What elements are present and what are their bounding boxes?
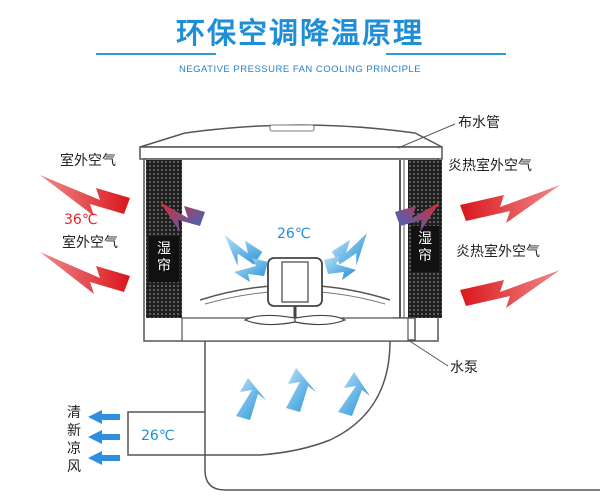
label-outdoor-air-left-bottom: 室外空气 — [62, 235, 118, 251]
fan-motor-core — [281, 261, 309, 303]
air-duct-curve — [127, 340, 391, 456]
cool-arrow-inner-right-2 — [324, 256, 356, 280]
water-pump-leader — [407, 339, 449, 367]
unit-top-bar — [139, 146, 443, 160]
wet-curtain-right-label-bg — [411, 226, 439, 272]
hot-air-arrow-right-top — [460, 185, 560, 223]
label-water-pipe: 布水管 — [458, 115, 500, 131]
page-subtitle: NEGATIVE PRESSURE FAN COOLING PRINCIPLE — [178, 64, 422, 75]
label-wet-curtain-left: 湿帘 — [157, 241, 171, 274]
label-temp-outdoor: 36℃ — [64, 212, 98, 228]
water-pipe-leader — [397, 123, 456, 149]
outlet-arrow-2 — [88, 430, 120, 444]
outlet-arrow-1 — [88, 410, 120, 424]
label-fresh-cool-wind: 清新凉风 — [67, 405, 81, 475]
cool-arrow-down-1 — [236, 378, 266, 420]
cooling-arrow-left — [160, 202, 205, 232]
fan-blade-right — [294, 314, 347, 326]
label-water-pump: 水泵 — [450, 360, 478, 376]
label-hot-outdoor-air-bottom: 炎热室外空气 — [456, 244, 540, 260]
cooling-arrow-right — [395, 202, 440, 232]
title-underline-right — [386, 53, 506, 55]
page-title: 环保空调降温原理 — [175, 16, 424, 50]
label-temp-outlet: 26℃ — [141, 428, 175, 444]
air-duct — [204, 341, 600, 491]
title-underline-left — [96, 53, 216, 55]
fan-blade-left — [243, 314, 296, 326]
wet-curtain-left-label-bg — [149, 236, 179, 282]
cool-arrow-inner-left-1 — [224, 235, 263, 266]
cool-arrow-down-3 — [338, 372, 370, 416]
label-hot-outdoor-air-top: 炎热室外空气 — [448, 158, 532, 174]
label-temp-inside: 26℃ — [277, 226, 311, 242]
label-wet-curtain-right: 湿帘 — [418, 231, 432, 264]
unit-body — [143, 158, 439, 342]
hot-air-arrow-left-top — [40, 175, 130, 216]
cool-arrow-inner-right-1 — [331, 233, 367, 266]
cool-arrow-inner-left-2 — [234, 258, 268, 282]
roof-vent — [269, 124, 315, 132]
hot-air-arrow-left-bottom — [40, 252, 130, 294]
label-outdoor-air-left-top: 室外空气 — [60, 153, 116, 169]
cool-arrow-down-2 — [286, 368, 316, 412]
hot-air-arrow-right-bottom — [460, 270, 560, 308]
outlet-arrow-3 — [88, 451, 120, 465]
